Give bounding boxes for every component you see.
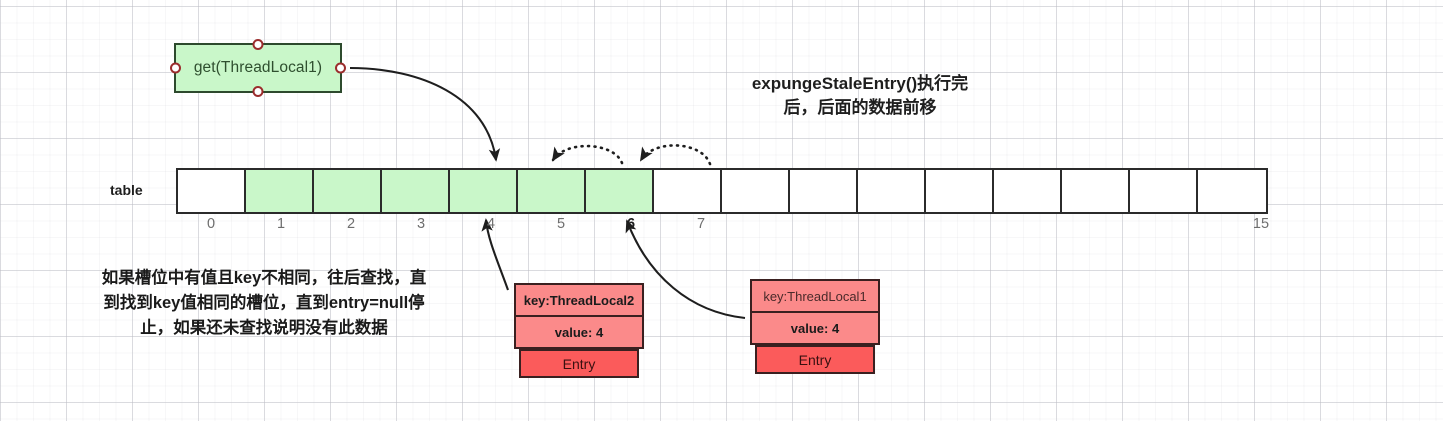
- table-cell-12[interactable]: [994, 170, 1062, 212]
- connection-handle-top-icon[interactable]: [252, 39, 264, 50]
- connector-shift-6-to-5: [551, 144, 624, 165]
- entry-value: value: 4: [750, 312, 880, 345]
- entry-card-threadlocal2[interactable]: key:ThreadLocal2 value: 4 Entry: [514, 283, 644, 378]
- table-cell-6[interactable]: [586, 170, 654, 212]
- table-index-label-9: [806, 216, 876, 232]
- table-cell-15[interactable]: [1198, 170, 1266, 212]
- diagram-title-line-1: expungeStaleEntry()执行完: [751, 74, 969, 93]
- lookup-rule-note-line-1: 如果槽位中有值且key不相同，往后查找，直: [101, 269, 427, 287]
- table-cell-10[interactable]: [858, 170, 926, 212]
- connector-shift-7-to-6: [639, 144, 712, 166]
- diagram-title-line-2: 后，后面的数据前移: [783, 98, 937, 118]
- table-index-label-2: 2: [346, 216, 356, 232]
- table-label: table: [110, 182, 143, 198]
- table-index-label-6: 6: [626, 216, 636, 232]
- table-cell-14[interactable]: [1130, 170, 1198, 212]
- table-cell-0[interactable]: [178, 170, 246, 212]
- entry-value: value: 4: [514, 316, 644, 349]
- table-cell-5[interactable]: [518, 170, 586, 212]
- table-cell-4[interactable]: [450, 170, 518, 212]
- table-index-label-8: [736, 216, 806, 232]
- table-index-label-10: [876, 216, 946, 232]
- table-index-label-5: 5: [556, 216, 566, 232]
- table-array: [176, 168, 1268, 214]
- connection-handle-left-icon[interactable]: [170, 62, 181, 74]
- table-cell-1[interactable]: [246, 170, 314, 212]
- diagram-title: expungeStaleEntry()执行完 后，后面的数据前移: [690, 72, 1030, 120]
- table-index-label-0: 0: [206, 216, 216, 232]
- get-threadlocal-box[interactable]: get(ThreadLocal1): [170, 39, 346, 97]
- get-threadlocal-label: get(ThreadLocal1): [193, 59, 323, 76]
- table-index-label-4: 4: [486, 216, 496, 232]
- table-index-label-7: 7: [696, 216, 706, 232]
- connector-get-to-slot-4: [349, 66, 501, 162]
- entry-key: key:ThreadLocal2: [514, 283, 644, 316]
- table-index-label-15: 15: [1252, 216, 1270, 232]
- lookup-rule-note-line-2: 到找到key值相同的槽位，直到entry=null停: [103, 293, 425, 312]
- entry-footer-label: Entry: [755, 345, 875, 374]
- table-cell-9[interactable]: [790, 170, 858, 212]
- table-cell-8[interactable]: [722, 170, 790, 212]
- table-index-label-3: 3: [416, 216, 426, 232]
- table-cell-7[interactable]: [654, 170, 722, 212]
- connector-entry1-to-slot-6: [625, 219, 746, 320]
- table-cell-13[interactable]: [1062, 170, 1130, 212]
- lookup-rule-note-line-3: 止，如果还未查找说明没有此数据: [140, 318, 388, 337]
- entry-card-threadlocal1[interactable]: key:ThreadLocal1 value: 4 Entry: [750, 279, 880, 374]
- table-cell-2[interactable]: [314, 170, 382, 212]
- table-cell-11[interactable]: [926, 170, 994, 212]
- table-index-label-14: [1156, 216, 1226, 232]
- connection-handle-bottom-icon[interactable]: [252, 86, 264, 97]
- entry-key: key:ThreadLocal1: [750, 279, 880, 312]
- connection-handle-right-icon[interactable]: [335, 62, 346, 74]
- table-index-label-12: [1016, 216, 1086, 232]
- table-index-label-11: [946, 216, 1016, 232]
- table-index-label-13: [1086, 216, 1156, 232]
- table-index-label-1: 1: [276, 216, 286, 232]
- entry-footer-label: Entry: [519, 349, 639, 378]
- lookup-rule-note: 如果槽位中有值且key不相同，往后查找，直 到找到key值相同的槽位，直到ent…: [44, 266, 484, 340]
- table-cell-3[interactable]: [382, 170, 450, 212]
- table-index-row: 0 1 2 3 4 5 6 7 15: [176, 216, 1296, 232]
